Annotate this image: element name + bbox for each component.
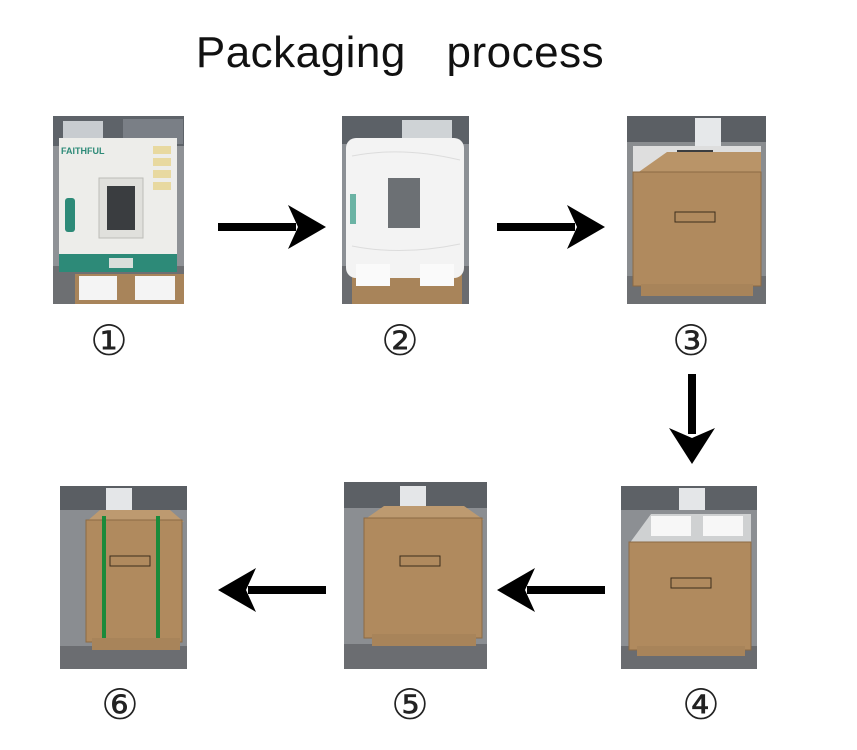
step-3-photo	[627, 116, 766, 304]
step-1-number: ①	[90, 316, 128, 365]
brand-label: FAITHFUL	[61, 146, 105, 156]
arrow-right-1-icon	[218, 205, 326, 251]
arrow-right-2-icon	[497, 205, 605, 251]
step-6-photo	[60, 486, 187, 669]
step-2-photo	[342, 116, 469, 304]
step-4-photo	[621, 486, 757, 669]
arrow-left-2-icon	[218, 568, 326, 614]
arrow-left-1-icon	[497, 568, 605, 614]
step-6-number: ⑥	[101, 680, 139, 729]
step-5-photo	[344, 482, 487, 669]
page-title: Packaging process	[195, 28, 605, 77]
arrow-down-icon	[669, 374, 715, 464]
step-4-number: ④	[682, 680, 720, 729]
step-2-number: ②	[381, 316, 419, 365]
step-1-photo: FAITHFUL	[53, 116, 184, 304]
step-3-number: ③	[672, 316, 710, 365]
step-5-number: ⑤	[391, 680, 429, 729]
